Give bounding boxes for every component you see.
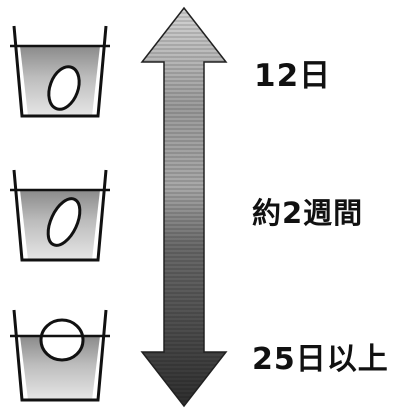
freshness-arrow-graphic: [140, 6, 228, 408]
cup-outline: [12, 25, 108, 118]
cup-egg-floats-illustration: [10, 309, 110, 402]
cup-outline: [12, 309, 108, 402]
freshness-arrow: [138, 0, 230, 408]
cup-egg-tilts-illustration: [10, 169, 110, 262]
cup-egg-sinks: [6, 6, 114, 124]
cup-outline: [12, 169, 108, 262]
egg: [39, 318, 85, 362]
cup-egg-tilts: [6, 150, 114, 268]
arrow-texture: [142, 8, 226, 406]
label-25-days-or-more: 25日以上: [252, 342, 389, 377]
label-12-days: 12日: [254, 58, 332, 94]
cup-egg-floats: [6, 290, 114, 408]
cup-egg-sinks-illustration: [10, 25, 110, 118]
label-about-2-weeks: 約2週間: [252, 196, 364, 230]
egg: [46, 197, 82, 247]
egg: [47, 65, 81, 111]
